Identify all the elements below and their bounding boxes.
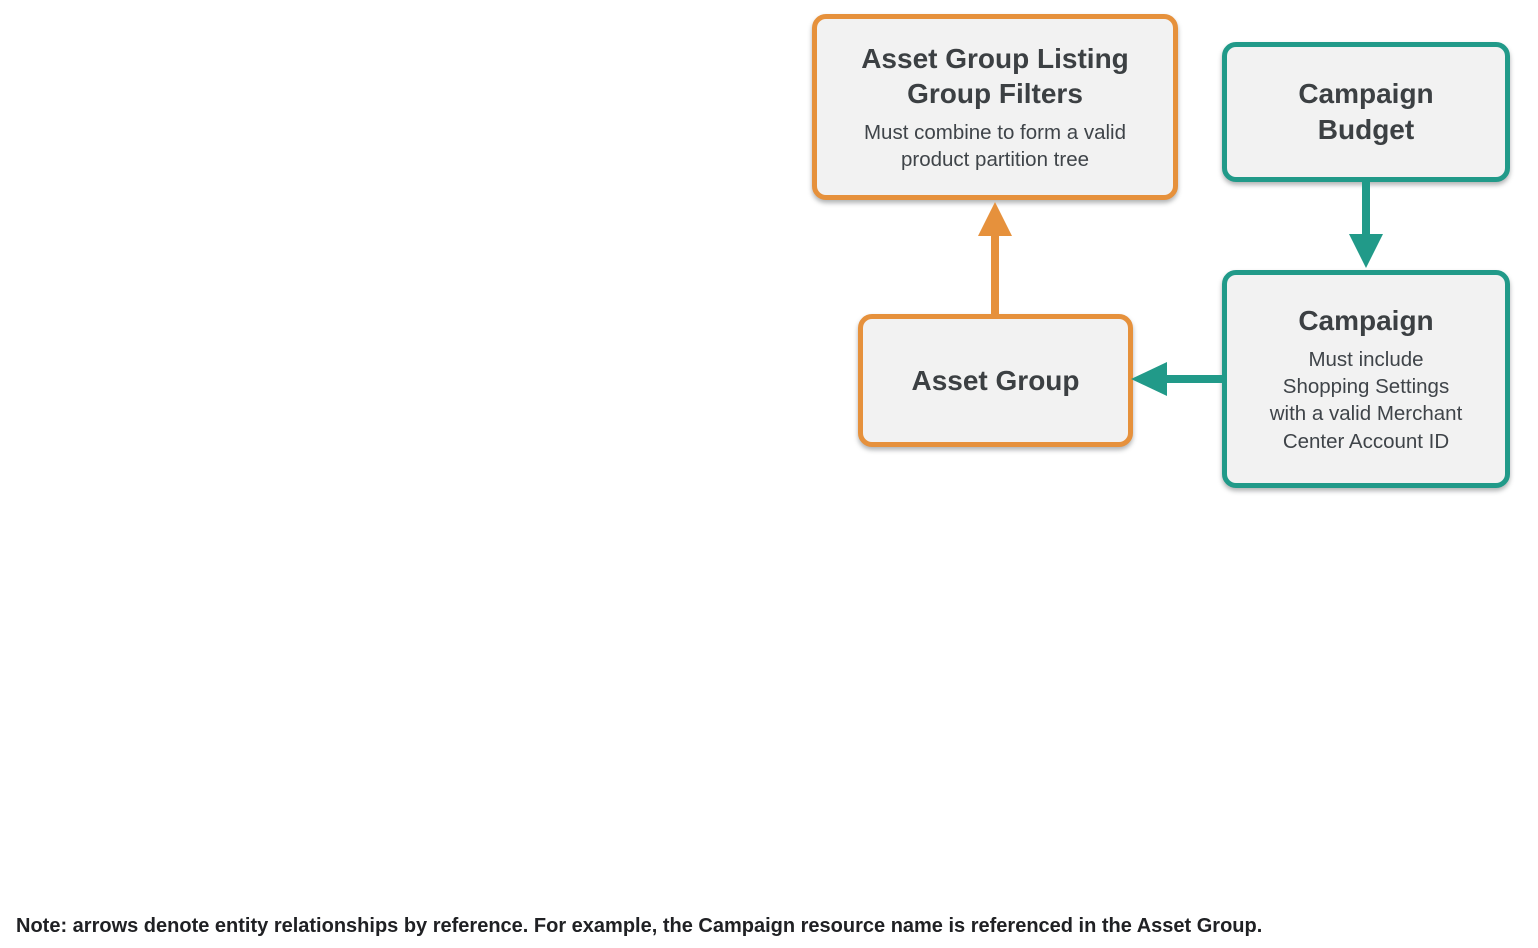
arrow-line-campaign-to-asset-group: [1163, 375, 1225, 383]
arrow-line-asset-group-to-listing-filters: [991, 232, 999, 316]
node-campaign-budget: Campaign Budget: [1222, 42, 1510, 182]
arrow-up-icon: [978, 202, 1012, 236]
node-title: Asset Group: [911, 364, 1080, 396]
node-title: Asset Group Listing Group Filters: [861, 42, 1129, 110]
arrow-down-icon: [1349, 234, 1383, 268]
footnote: Note: arrows denote entity relationships…: [16, 915, 1263, 937]
node-title: Campaign: [1298, 305, 1434, 337]
arrow-line-campaign-budget-to-campaign: [1362, 177, 1370, 235]
node-title: Campaign Budget: [1298, 78, 1434, 145]
node-campaign: Campaign Must include Shopping Settings …: [1222, 270, 1510, 488]
node-asset-group: Asset Group: [858, 314, 1133, 447]
node-asset-group-listing-group-filters: Asset Group Listing Group Filters Must c…: [812, 14, 1178, 200]
node-subtitle: Must combine to form a valid product par…: [863, 120, 1127, 172]
node-subtitle: Must include Shopping Settings with a va…: [1269, 347, 1463, 453]
arrow-left-icon: [1131, 362, 1167, 396]
